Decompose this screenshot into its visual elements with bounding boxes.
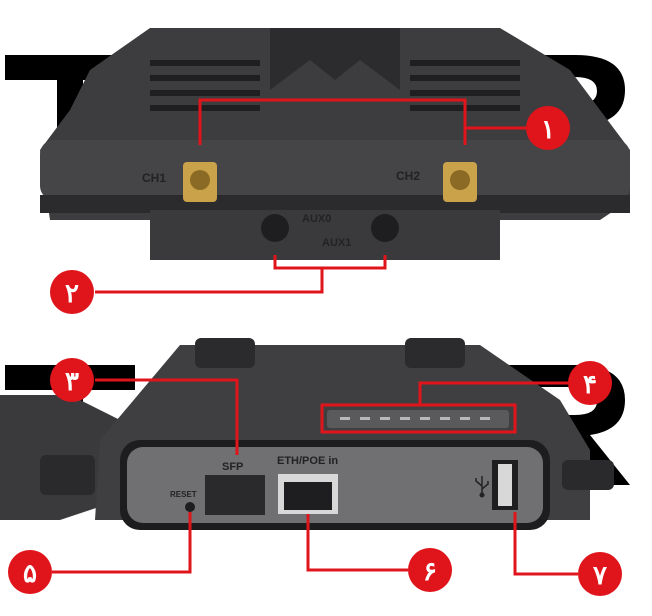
antenna-connector-ch2 xyxy=(443,162,477,202)
svg-text:۷: ۷ xyxy=(592,560,607,590)
led-bar xyxy=(327,410,509,428)
svg-text:۵: ۵ xyxy=(23,558,37,588)
aux0-port xyxy=(261,214,289,242)
ch2-label: CH2 xyxy=(396,169,420,183)
callout-3: ۳ xyxy=(50,358,94,402)
antenna-connector-ch1 xyxy=(183,162,217,202)
reset-button xyxy=(185,502,195,512)
eth-poe-label: ETH/POE in xyxy=(277,455,338,467)
svg-text:۱: ۱ xyxy=(541,114,555,144)
svg-text:۳: ۳ xyxy=(65,366,79,396)
aux1-port xyxy=(371,214,399,242)
svg-text:۶: ۶ xyxy=(423,556,437,586)
callout-7: ۷ xyxy=(578,552,622,596)
ch1-label: CH1 xyxy=(142,171,166,185)
aux0-label: AUX0 xyxy=(302,213,331,225)
svg-text:۲: ۲ xyxy=(65,278,79,308)
callout-lines xyxy=(52,98,578,576)
usb-icon xyxy=(475,476,489,498)
top-device-view: CH1 CH2 AUX0 AUX1 xyxy=(40,28,630,260)
aux1-label: AUX1 xyxy=(322,237,351,249)
callout-5: ۵ xyxy=(8,550,52,594)
reset-label: RESET xyxy=(170,490,197,499)
callout-4: ۴ xyxy=(568,361,612,405)
callout-badges: ۱ ۲ ۳ ۴ ۵ ۶ ۷ xyxy=(8,106,622,596)
callout-2: ۲ xyxy=(50,270,94,314)
svg-text:۴: ۴ xyxy=(583,369,597,399)
callout-1: ۱ xyxy=(526,106,570,150)
sfp-label: SFP xyxy=(222,461,243,473)
callout-6: ۶ xyxy=(408,548,452,592)
sfp-port xyxy=(205,475,265,515)
